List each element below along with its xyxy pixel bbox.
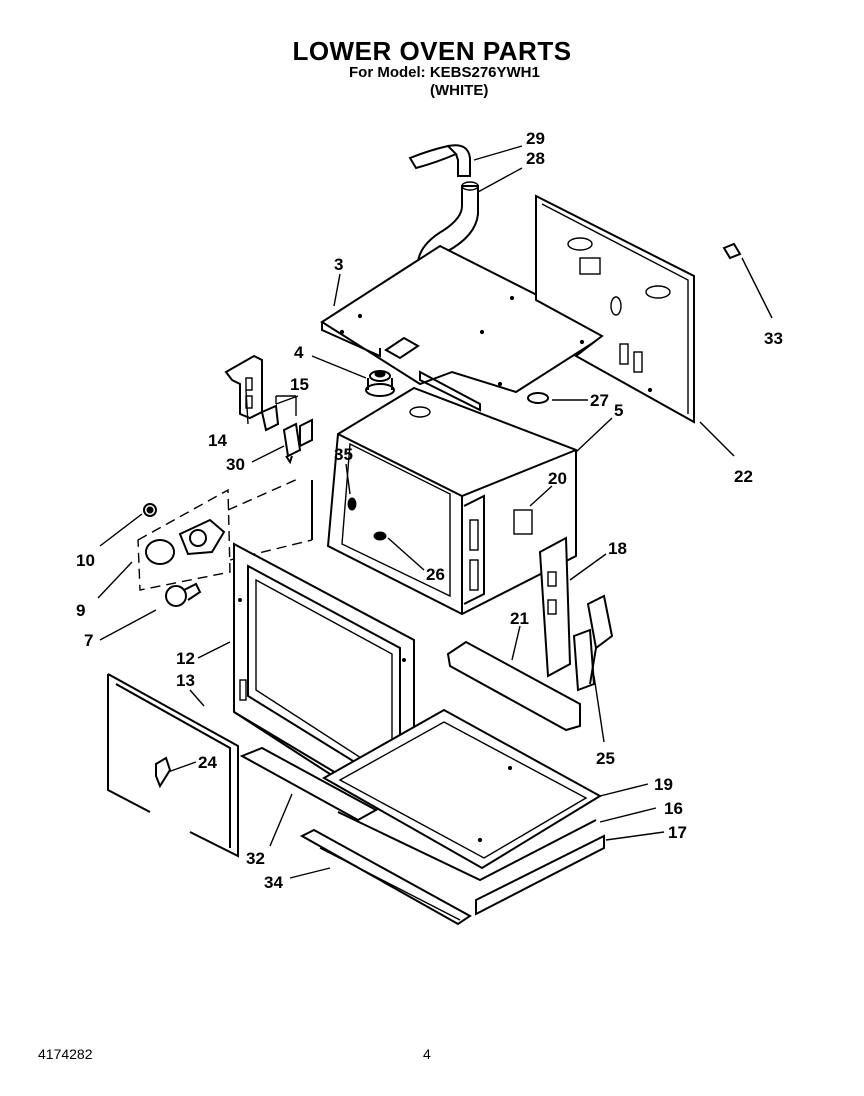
callout-20: 20 — [548, 469, 567, 488]
model-line: For Model: KEBS276YWH1 — [349, 64, 540, 81]
callout-16: 16 — [664, 799, 683, 818]
callout-22: 22 — [734, 467, 753, 486]
switch-part — [260, 395, 313, 465]
oven-liner-part — [326, 386, 577, 616]
callout-labels: 29 28 3 33 4 15 27 5 14 30 35 22 20 10 1… — [76, 129, 783, 892]
page-title: LOWER OVEN PARTS — [292, 36, 572, 66]
side-bracket-part — [538, 536, 572, 678]
callout-3: 3 — [334, 255, 343, 274]
callout-30: 30 — [226, 455, 245, 474]
door-gasket-part — [107, 673, 239, 858]
light-assembly-part — [137, 477, 313, 607]
support-rail-part — [337, 811, 605, 916]
callout-10: 10 — [76, 551, 95, 570]
callout-19: 19 — [654, 775, 673, 794]
callout-13: 13 — [176, 671, 195, 690]
callout-34: 34 — [264, 873, 283, 892]
callout-12: 12 — [176, 649, 195, 668]
callout-4: 4 — [294, 343, 304, 362]
grille-part — [299, 828, 472, 926]
callout-9: 9 — [76, 601, 85, 620]
leader-lines — [97, 145, 773, 879]
clip-part — [722, 242, 742, 260]
door-latch-part — [572, 594, 614, 692]
callout-33: 33 — [764, 329, 783, 348]
callout-5: 5 — [614, 401, 623, 420]
callout-17: 17 — [668, 823, 687, 842]
callout-21: 21 — [510, 609, 529, 628]
callout-7: 7 — [84, 631, 93, 650]
vent-trim-part — [239, 746, 379, 822]
callout-32: 32 — [246, 849, 265, 868]
switch-bracket-part — [224, 354, 263, 420]
fan-mount-part — [365, 370, 395, 397]
callout-28: 28 — [526, 149, 545, 168]
page-number: 4 — [423, 1046, 431, 1062]
callout-24: 24 — [198, 753, 217, 772]
callout-18: 18 — [608, 539, 627, 558]
callout-15: 15 — [290, 375, 309, 394]
color-line: (WHITE) — [430, 82, 489, 99]
gasket-clip-part — [155, 756, 172, 789]
callout-25: 25 — [596, 749, 615, 768]
disc-part — [527, 392, 549, 404]
oven-top-plate-part — [320, 244, 613, 412]
callout-14: 14 — [208, 431, 227, 450]
callout-35: 35 — [334, 445, 353, 464]
rear-panel-part — [535, 194, 695, 424]
callout-27: 27 — [590, 391, 609, 410]
lower-bracket-part — [446, 640, 581, 732]
document-number: 4174282 — [38, 1046, 93, 1062]
callout-29: 29 — [526, 129, 545, 148]
callout-26: 26 — [426, 565, 445, 584]
